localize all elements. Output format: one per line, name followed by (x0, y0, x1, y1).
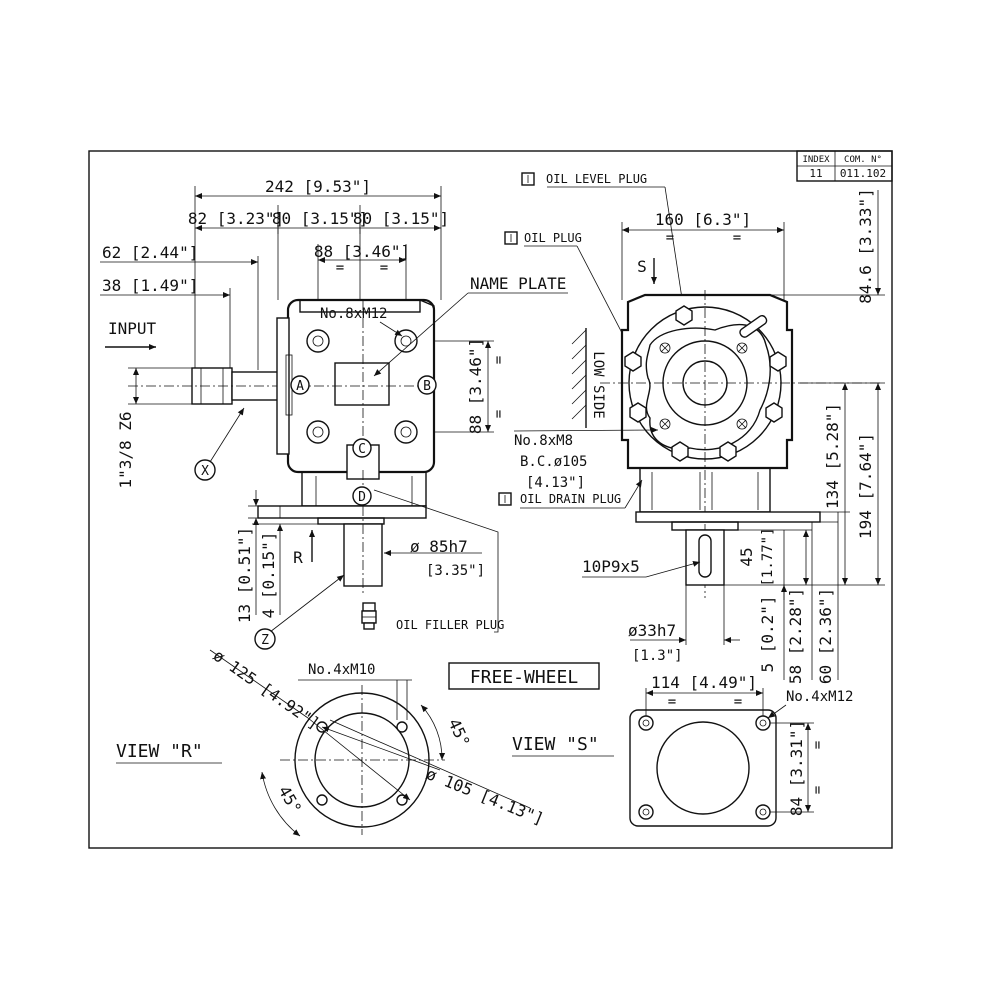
low-side-label: LOW SIDE (590, 351, 606, 418)
oil-plug-icon (504, 231, 518, 245)
free-wheel-label: FREE-WHEEL (470, 667, 579, 688)
svg-text:A: A (296, 379, 304, 394)
bolts-m12-flange-label: No.4xM12 (786, 689, 853, 705)
dim-13: 13 [0.51"] (235, 527, 254, 623)
bolts-m10-label: No.4xM10 (308, 662, 375, 678)
eq-mark-1: = (336, 260, 344, 276)
eq-mark-9: = (810, 741, 826, 749)
dim-shaft-38: 38 [1.49"] (102, 276, 198, 295)
housing-bolts (306, 329, 418, 444)
low-side-hatch (571, 329, 587, 420)
eq-mark-6: = (733, 230, 741, 246)
dim-spline: 1"3/8 Z6 (116, 411, 135, 488)
dim-h45-in: [1.77"] (760, 527, 776, 586)
dim-bolt-spacing-h: 88 [3.46"] (314, 242, 410, 261)
dim-flange-114: 114 [4.49"] (651, 673, 757, 692)
eq-mark-2: = (380, 260, 388, 276)
svg-text:X: X (201, 464, 209, 479)
eq-mark-8: = (734, 694, 742, 710)
marker-s: S (637, 257, 647, 276)
input-label: INPUT (108, 319, 157, 338)
marker-d: D (352, 486, 372, 506)
index-header: INDEX (802, 155, 830, 165)
dim-flange-84: 84 [3.31"] (787, 720, 806, 816)
dim-h60: 60 [2.36"] (816, 588, 835, 684)
dim-h5: 5 [0.2"] (758, 595, 777, 672)
oil-level-plug-label: OIL LEVEL PLUG (546, 172, 647, 186)
dim-output-dia: ø 85h7 (410, 537, 468, 556)
index-value: 11 (809, 167, 822, 180)
dim-output-dia-in: [3.35"] (426, 563, 485, 579)
eq-mark-5: = (666, 230, 674, 246)
view-s: VIEW "S" 114 [4.49"] = = No.4xM12 84 [3.… (512, 673, 853, 827)
dim-bolt-circle-inner: ø 105 [4.13"] (424, 764, 547, 829)
marker-r: R (293, 548, 303, 567)
oil-drain-plug-icon (498, 492, 512, 506)
keyway (698, 534, 712, 578)
dim-bolt-spacing-v: 88 [3.46"] (466, 338, 485, 434)
side-hex-bolts (624, 305, 787, 462)
dim-width-160: 160 [6.3"] (655, 210, 751, 229)
dim-bolt-circle-r: ø 125 [4.92"] (210, 646, 323, 733)
name-plate (334, 362, 390, 406)
angle-a: 45° (444, 716, 473, 750)
bolts-m8-label: No.8xM8 (514, 433, 573, 449)
bc-label: B.C.ø105 (520, 454, 587, 470)
oil-level-plug-icon (521, 172, 535, 186)
marker-z: Z (254, 628, 276, 650)
dim-4: 4 [0.15"] (259, 532, 278, 619)
dim-shaft-62: 62 [2.44"] (102, 243, 198, 262)
dim-seg-mid: 80 [3.15"] (272, 209, 368, 228)
bolts-m12-top-label: No.8xM12 (320, 306, 387, 322)
eq-mark-7: = (668, 694, 676, 710)
marker-b: B (417, 375, 437, 395)
dim-shaft-dia: ø33h7 (628, 621, 676, 640)
name-plate-label: NAME PLATE (470, 274, 566, 293)
dim-h58: 58 [2.28"] (786, 588, 805, 684)
dim-h84-6: 84.6 [3.33"] (856, 188, 875, 304)
view-s-label: VIEW "S" (512, 734, 599, 755)
oil-filler-plug-label: OIL FILLER PLUG (396, 618, 504, 632)
view-s-bolt-holes (638, 715, 771, 820)
dim-shaft-dia-in: [1.3"] (632, 648, 683, 664)
base-flange (257, 505, 427, 519)
dim-seg-left: 82 [3.23"] (188, 209, 284, 228)
dim-h45: 45 (737, 547, 756, 566)
title-block: INDEX COM. N° 11 011.102 (796, 150, 893, 182)
svg-text:B: B (423, 379, 431, 394)
dim-overall-width: 242 [9.53"] (265, 177, 371, 196)
side-view: OIL LEVEL PLUG OIL PLUG 160 [6.3"] = = S (498, 172, 885, 684)
marker-c: C (352, 438, 372, 458)
key-label: 10P9x5 (582, 557, 640, 576)
svg-text:C: C (358, 442, 366, 457)
flange-bolts (659, 342, 748, 430)
eq-mark-10: = (810, 786, 826, 794)
eq-mark-4: = (491, 410, 507, 418)
dim-h194: 194 [7.64"] (856, 433, 875, 539)
eq-mark-3: = (491, 356, 507, 364)
side-output-shaft (685, 529, 725, 586)
svg-text:D: D (358, 490, 366, 505)
view-r-label: VIEW "R" (116, 741, 203, 762)
svg-text:Z: Z (261, 633, 269, 648)
dim-h134: 134 [5.28"] (823, 403, 842, 509)
dim-seg-right: 80 [3.15"] (353, 209, 449, 228)
marker-x: X (194, 459, 216, 481)
view-s-flange (629, 709, 777, 827)
com-value: 011.102 (840, 167, 886, 180)
drawing-border (88, 150, 893, 849)
oil-drain-plug-label: OIL DRAIN PLUG (520, 492, 621, 506)
oil-plug-label: OIL PLUG (524, 231, 582, 245)
com-header: COM. N° (844, 155, 882, 165)
marker-a: A (290, 375, 310, 395)
bc-in-label: [4.13"] (526, 475, 585, 491)
front-view: 242 [9.53"] 82 [3.23"] 80 [3.15"] 80 [3.… (100, 177, 568, 650)
free-wheel-box: FREE-WHEEL (448, 662, 600, 690)
oil-filler-plug-icon (361, 602, 377, 630)
